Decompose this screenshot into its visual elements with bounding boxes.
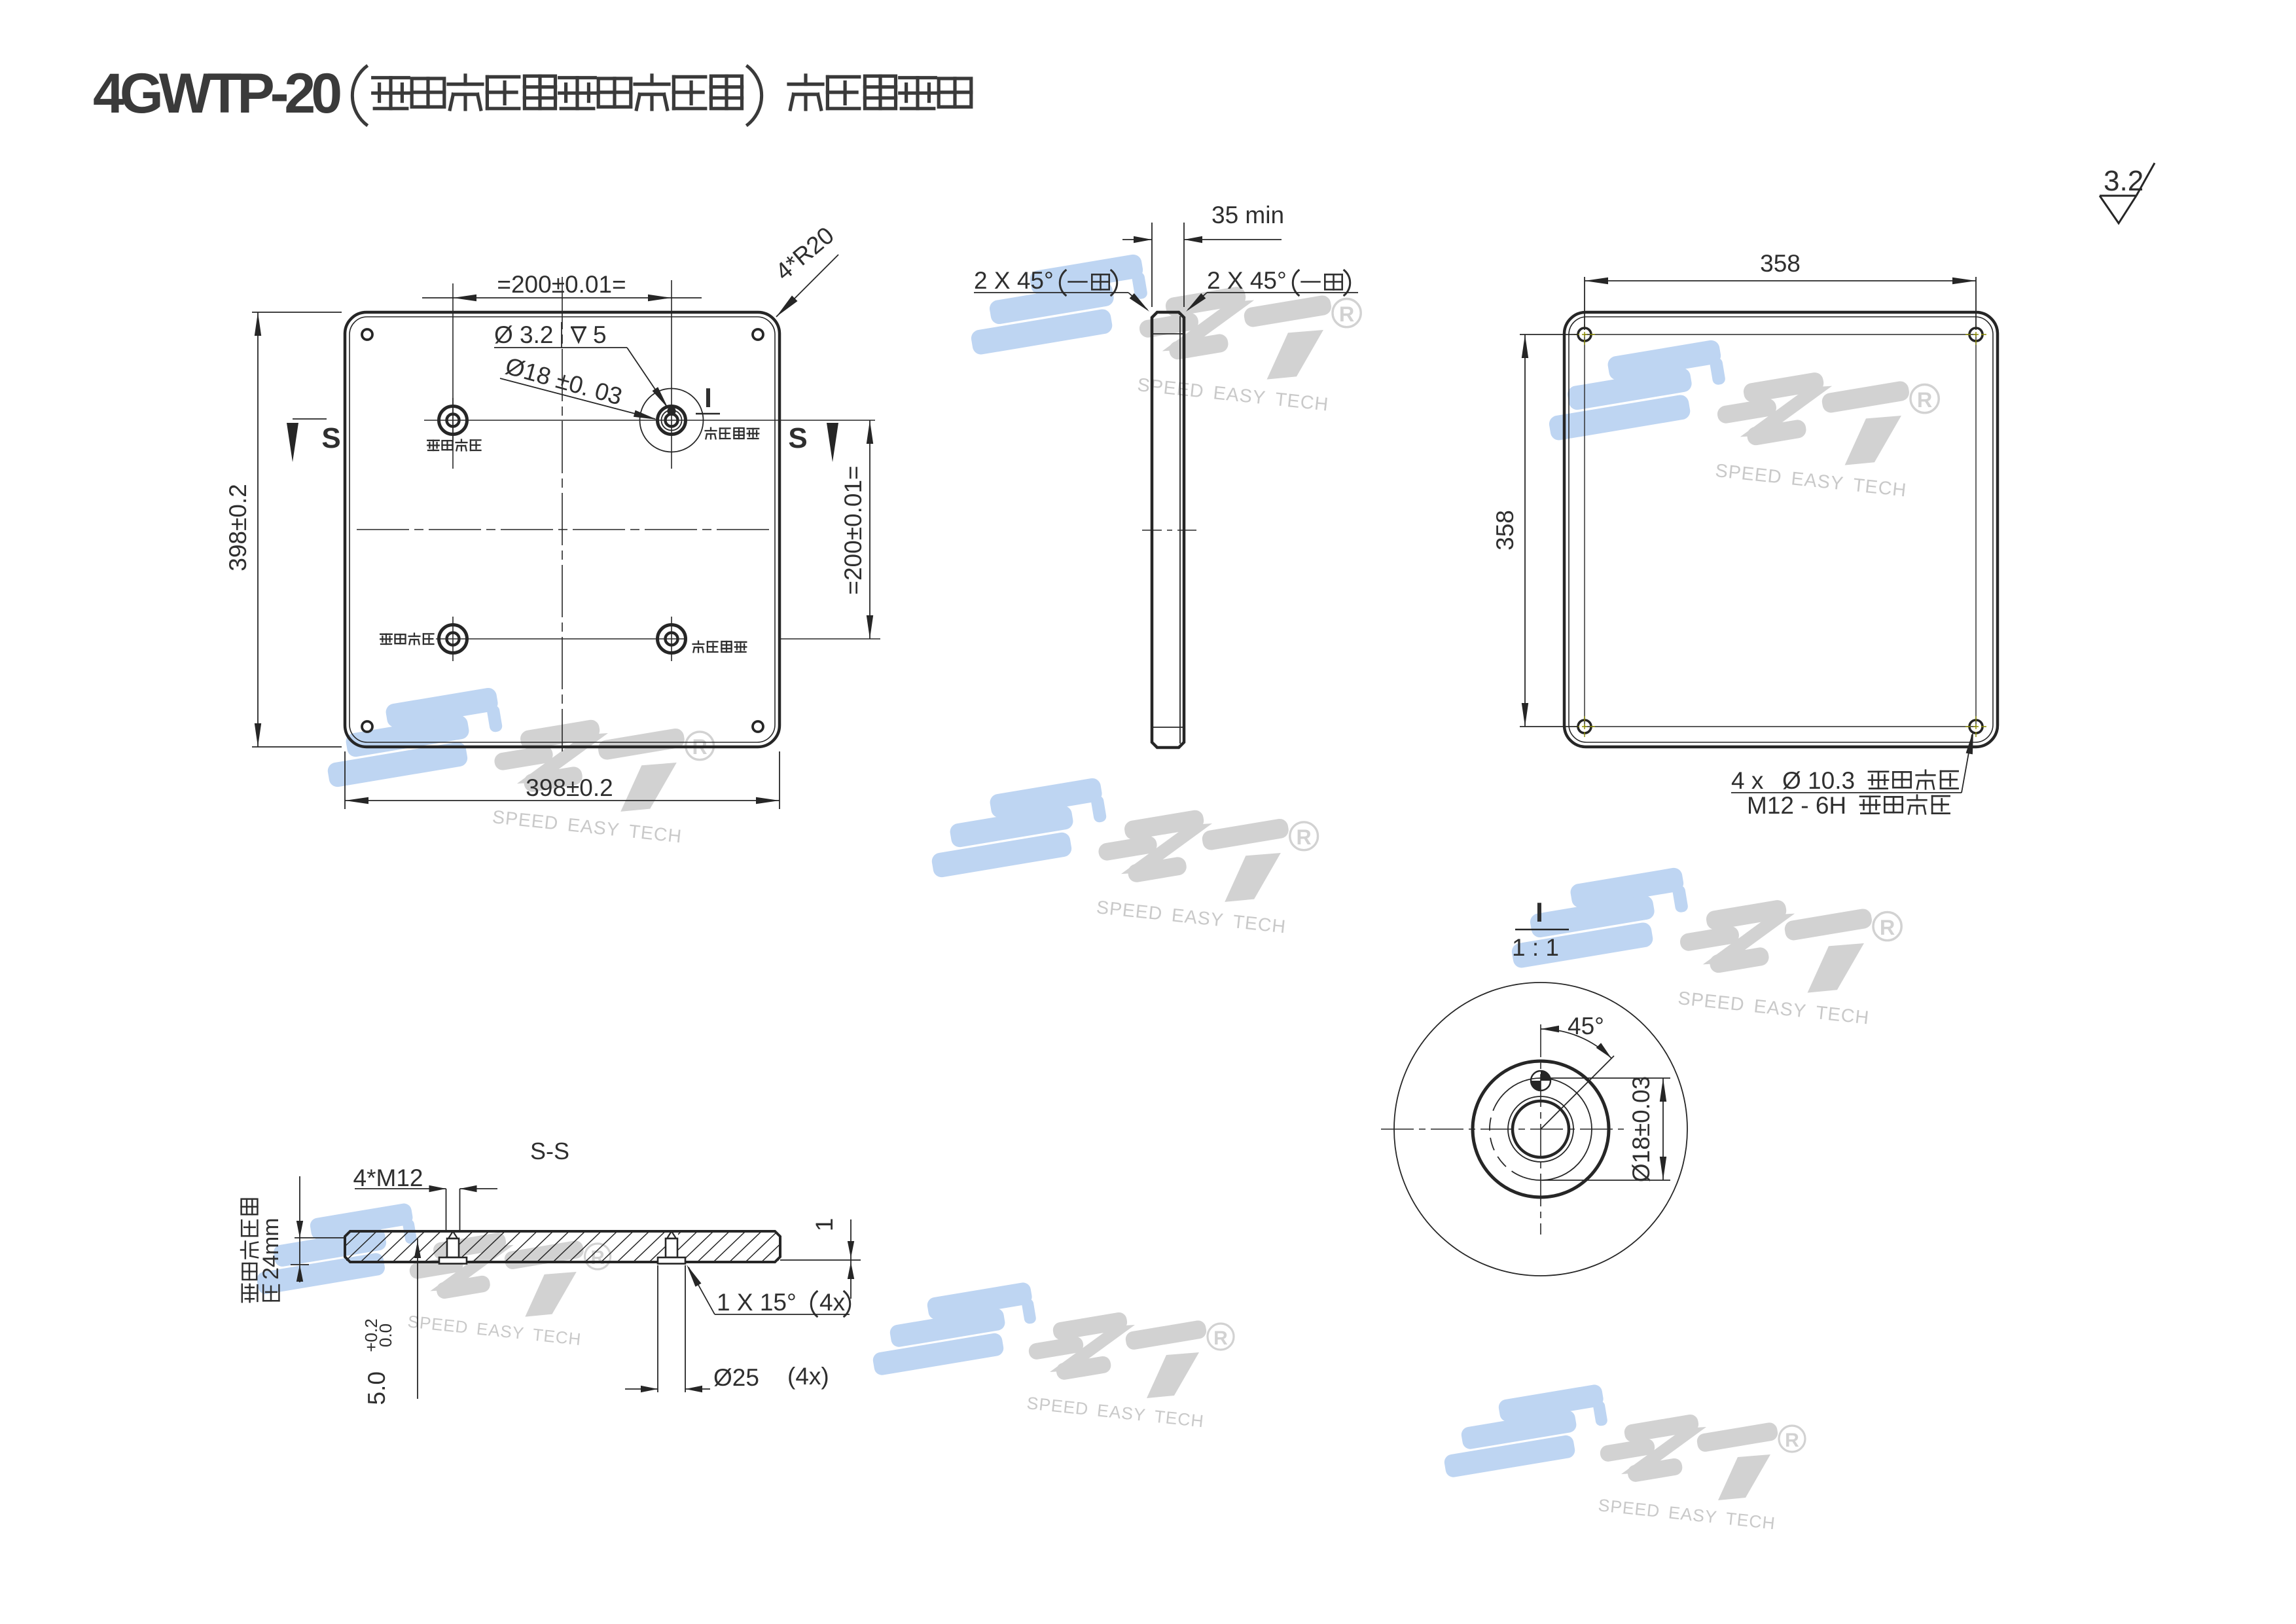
svg-text:+0.2: +0.2 [361, 1318, 381, 1352]
svg-text:S: S [321, 422, 340, 454]
svg-text:4x: 4x [819, 1289, 846, 1316]
svg-text:Ø 10.3: Ø 10.3 [1782, 767, 1855, 794]
svg-text:358: 358 [1492, 510, 1518, 550]
svg-text:I: I [1535, 897, 1543, 928]
svg-text:M12 - 6H: M12 - 6H [1747, 792, 1846, 819]
svg-text:398±0.2: 398±0.2 [224, 484, 251, 571]
svg-text:4 x: 4 x [1731, 767, 1764, 794]
svg-text:1 : 1: 1 : 1 [1512, 934, 1559, 961]
svg-text:I: I [704, 382, 712, 413]
svg-text:=200±0.01=: =200±0.01= [497, 271, 626, 298]
svg-text:398±0.2: 398±0.2 [526, 774, 613, 801]
svg-text:4*M12: 4*M12 [353, 1164, 423, 1191]
svg-text:S-S: S-S [530, 1138, 569, 1164]
svg-text:5: 5 [593, 321, 607, 348]
svg-text:358: 358 [1760, 250, 1801, 277]
svg-text:(4x): (4x) [787, 1363, 829, 1390]
svg-text:1 X 15°: 1 X 15° [717, 1289, 797, 1316]
svg-text:4GWTP-20: 4GWTP-20 [93, 62, 340, 125]
svg-text:S: S [788, 422, 807, 454]
svg-text:Ø 3.2: Ø 3.2 [494, 321, 554, 348]
svg-text:Ø18±0.03: Ø18±0.03 [1628, 1076, 1655, 1182]
svg-text:3.2: 3.2 [2104, 165, 2144, 197]
svg-text:5.0: 5.0 [363, 1371, 390, 1405]
svg-text:0.0: 0.0 [376, 1324, 395, 1347]
svg-text:24mm: 24mm [259, 1218, 283, 1280]
svg-text:45°: 45° [1568, 1013, 1604, 1039]
svg-text:1: 1 [811, 1218, 838, 1232]
svg-text:=200±0.01=: =200±0.01= [840, 465, 867, 594]
svg-text:35 min: 35 min [1211, 202, 1284, 228]
svg-text:2 X 45°: 2 X 45° [974, 267, 1054, 294]
svg-text:2 X 45°: 2 X 45° [1207, 267, 1287, 294]
svg-text:Ø25: Ø25 [713, 1364, 759, 1391]
